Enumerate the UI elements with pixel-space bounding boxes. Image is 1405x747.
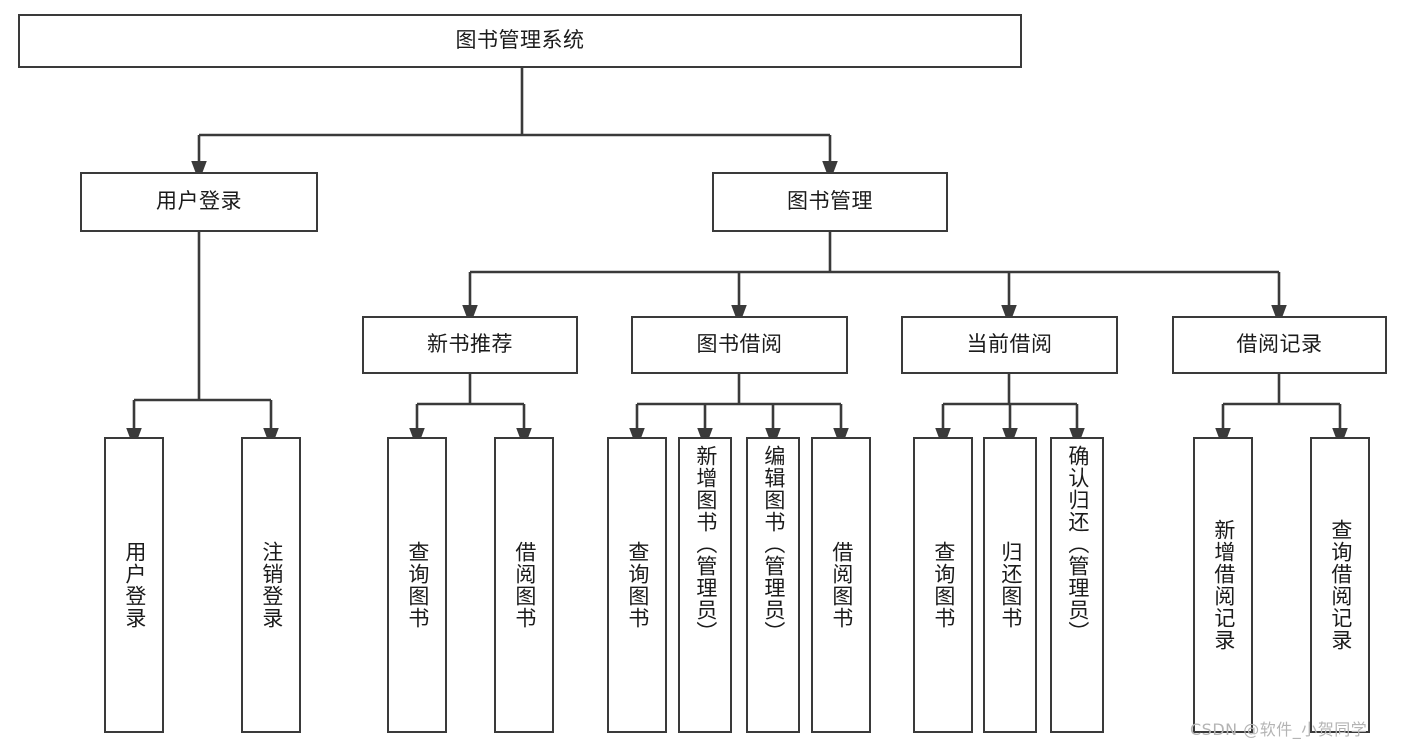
node-root-label: 图书管理系统 (455, 28, 585, 53)
leaf-query-book-current[interactable]: 查询图书 (913, 437, 973, 733)
leaf-edit-book-admin-label: 编辑图书（管理员） (761, 445, 786, 643)
node-user-login[interactable]: 用户登录 (80, 172, 318, 232)
node-root[interactable]: 图书管理系统 (18, 14, 1022, 68)
node-current-borrow-label: 当前借阅 (966, 332, 1053, 357)
leaf-query-borrow-record-label: 查询借阅记录 (1328, 519, 1353, 651)
leaf-edit-book-admin[interactable]: 编辑图书（管理员） (746, 437, 800, 733)
node-borrow-record[interactable]: 借阅记录 (1172, 316, 1387, 374)
leaf-user-login-label: 用户登录 (122, 541, 147, 629)
leaf-add-borrow-record[interactable]: 新增借阅记录 (1193, 437, 1253, 733)
leaf-add-book-admin[interactable]: 新增图书（管理员） (678, 437, 732, 733)
leaf-logout-label: 注销登录 (259, 541, 284, 629)
leaf-confirm-return-admin[interactable]: 确认归还（管理员） (1050, 437, 1104, 733)
node-book-borrow[interactable]: 图书借阅 (631, 316, 848, 374)
leaf-borrow-book-recommend[interactable]: 借阅图书 (494, 437, 554, 733)
leaf-query-borrow-record[interactable]: 查询借阅记录 (1310, 437, 1370, 733)
node-current-borrow[interactable]: 当前借阅 (901, 316, 1118, 374)
node-book-borrow-label: 图书借阅 (696, 332, 783, 357)
leaf-add-borrow-record-label: 新增借阅记录 (1211, 519, 1236, 651)
leaf-query-book-recommend[interactable]: 查询图书 (387, 437, 447, 733)
leaf-add-book-admin-label: 新增图书（管理员） (693, 445, 718, 643)
leaf-query-book-current-label: 查询图书 (931, 541, 956, 629)
node-user-login-label: 用户登录 (156, 189, 242, 214)
leaf-user-login[interactable]: 用户登录 (104, 437, 164, 733)
leaf-borrow-book-recommend-label: 借阅图书 (512, 541, 537, 629)
leaf-return-book[interactable]: 归还图书 (983, 437, 1037, 733)
node-borrow-record-label: 借阅记录 (1236, 332, 1323, 357)
node-book-management[interactable]: 图书管理 (712, 172, 948, 232)
leaf-logout[interactable]: 注销登录 (241, 437, 301, 733)
leaf-query-book-borrow[interactable]: 查询图书 (607, 437, 667, 733)
node-new-book-recommend[interactable]: 新书推荐 (362, 316, 578, 374)
leaf-confirm-return-admin-label: 确认归还（管理员） (1065, 445, 1090, 643)
leaf-borrow-book-label: 借阅图书 (829, 541, 854, 629)
leaf-return-book-label: 归还图书 (998, 541, 1023, 629)
leaf-query-book-borrow-label: 查询图书 (625, 541, 650, 629)
watermark: CSDN @软件_小贺同学 (1190, 720, 1368, 739)
leaf-borrow-book[interactable]: 借阅图书 (811, 437, 871, 733)
node-new-book-recommend-label: 新书推荐 (427, 332, 513, 357)
node-book-management-label: 图书管理 (787, 189, 873, 214)
leaf-query-book-recommend-label: 查询图书 (405, 541, 430, 629)
